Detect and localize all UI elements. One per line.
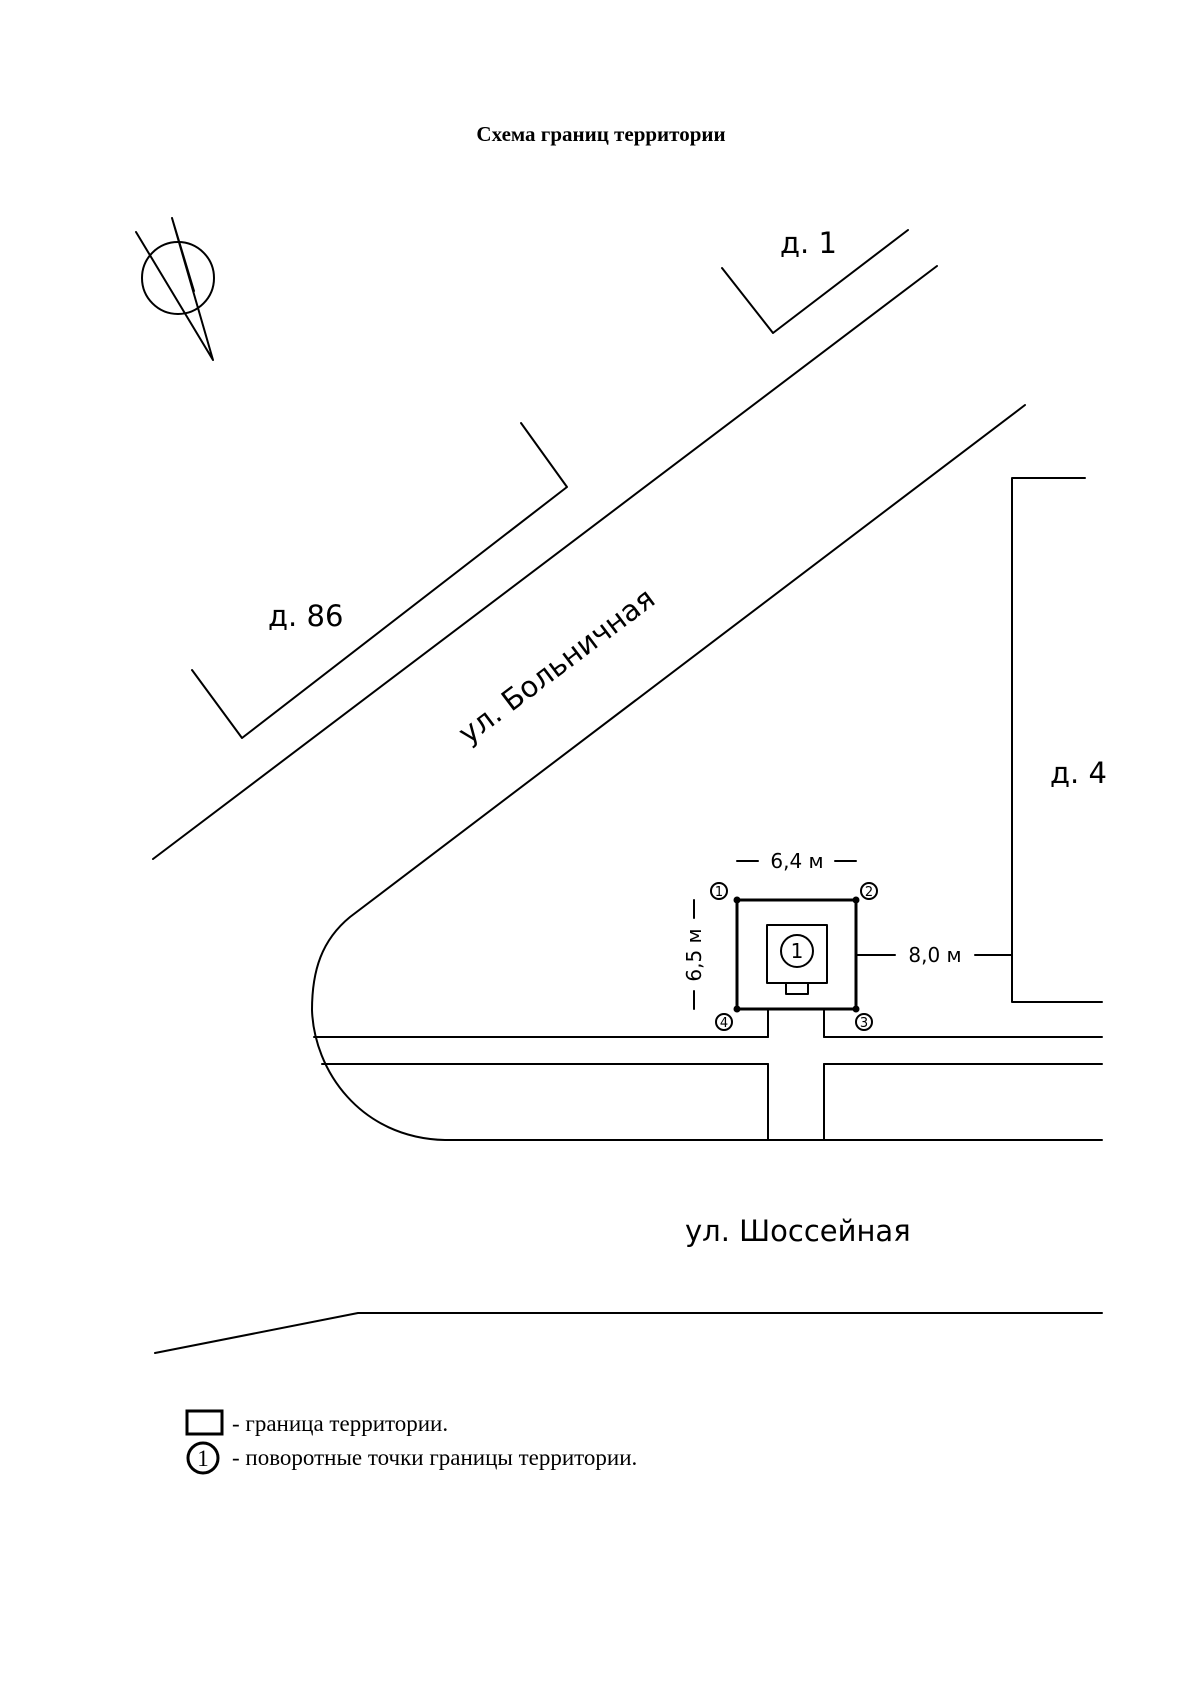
point-3-label: 3 <box>860 1016 868 1031</box>
dim-height-label: 6,5 м <box>682 928 706 981</box>
legend-points-text: - поворотные точки границы территории. <box>232 1445 637 1470</box>
legend-boundary-swatch <box>185 1409 224 1436</box>
shosseynaya-edge <box>154 1312 1103 1354</box>
object-number: 1 <box>791 939 804 963</box>
point-1-label: 1 <box>715 885 723 900</box>
page-title: Схема границ территории <box>476 122 725 146</box>
building-4-outline <box>1011 477 1103 1003</box>
building-4-label: д. 4 <box>1050 756 1107 790</box>
bolnichnaya-edge-north <box>152 265 938 860</box>
building-86-outline <box>191 422 568 739</box>
object-annex <box>785 982 809 995</box>
legend-point-marker <box>186 1441 220 1475</box>
building-1-label: д. 1 <box>780 226 837 260</box>
legend-boundary-text: - граница территории. <box>232 1411 448 1436</box>
point-4-label: 4 <box>720 1016 728 1031</box>
dim-width-label: 6,4 м <box>770 849 823 873</box>
street-bolnichnaya-label: ул. Больничная <box>452 581 661 751</box>
point-2-label: 2 <box>865 885 873 900</box>
legend-point-marker-number: 1 <box>197 1446 209 1471</box>
object-number-marker <box>780 934 814 968</box>
street-shosseynaya-label: ул. Шоссейная <box>685 1214 911 1248</box>
boundary-points: 1 2 3 4 <box>710 882 878 1031</box>
building-86-label: д. 86 <box>268 599 343 633</box>
building-1-outline <box>721 229 909 334</box>
dim-distance-label: 8,0 м <box>908 943 961 967</box>
north-arrow-icon <box>135 217 215 361</box>
bolnichnaya-edge-south <box>311 404 1103 1141</box>
